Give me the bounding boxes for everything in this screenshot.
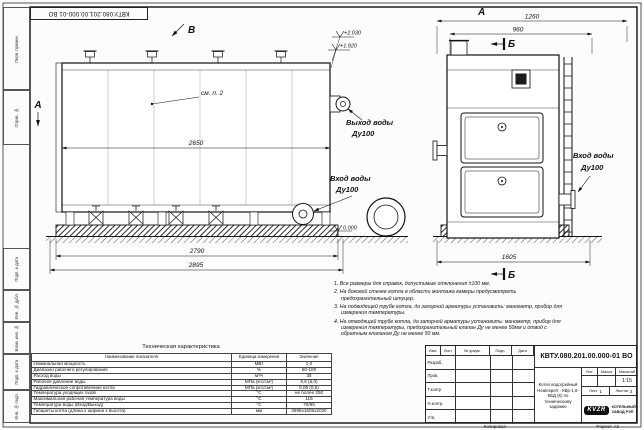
frame-stamp-label: Взам. инв. №: [14, 324, 19, 352]
param-name: Габариты котла (длина х ширина х высота): [31, 408, 232, 416]
frame-stamp-label: Подп. и дата: [14, 256, 19, 282]
tech-table-header-row: Наименование показателя Единица измерени…: [31, 353, 332, 362]
boiler-front-view: [432, 39, 602, 243]
view-a-label: А: [33, 100, 41, 111]
frame-stamp-vzam-inv: Взам. инв. №: [3, 322, 30, 354]
dim-1605: 1605: [502, 254, 517, 261]
note-3: 3. На подводящей трубе котла, до запорно…: [334, 304, 563, 317]
tb-header-data: Дата: [512, 346, 534, 356]
tech-col-unit: Единица измерения: [231, 353, 287, 362]
tb-sheets-label: Листов: [615, 389, 628, 393]
tb-doc-number: КВТУ.080.201.00.000-01 ВО: [535, 346, 638, 368]
roof-vent-valves: [83, 50, 288, 63]
tech-col-value: Значение: [286, 353, 332, 362]
frame-stamp-label: Перв. примен.: [14, 34, 19, 63]
dim-1260: 1260: [525, 14, 540, 21]
format-label: Формат А3: [596, 424, 619, 429]
tb-scale-label: Масштаб: [616, 368, 638, 376]
frame-stamp-podp-data-2: Подп. и дата: [3, 354, 30, 390]
water-inlet2-label: Вход воды: [573, 151, 614, 160]
company-name-line2: ЗАВОД РЭП: [611, 410, 634, 414]
tb-row-prov: Пров.: [426, 369, 456, 384]
elevation-top-label: +2.030: [344, 31, 362, 37]
tb-company-cell: KVZR КОТЕЛЬНЫЙ ЗАВОД РЭП: [582, 396, 638, 424]
view-b-label: В: [188, 25, 195, 36]
note-4: 4. На отводящей трубе котла, до запорной…: [334, 318, 561, 338]
title-block: Изм. Лист № докум. Подп. Дата Разраб. Пр…: [425, 345, 638, 424]
dim-2790: 2790: [189, 248, 205, 255]
frame-stamp-label: Инв. № подл.: [14, 393, 19, 420]
elevation-zero-label: 0.000: [343, 226, 358, 232]
section-b-bottom-label: Б: [508, 270, 515, 281]
frame-stamp-sprav-no: Справ. №: [3, 90, 30, 145]
elevation-mid-label: +1.920: [340, 44, 358, 50]
support-feet: [65, 211, 331, 226]
ladder: [563, 57, 573, 237]
note-1: 1. Все размеры для справок, допустимые о…: [334, 281, 491, 287]
tech-table-title: Техническая характеристика: [142, 344, 220, 350]
tb-header-izm: Изм.: [426, 346, 441, 356]
water-inlet2-dn: Ду100: [580, 163, 604, 172]
tb-row-nkontr: Н.контр.: [426, 396, 456, 411]
water-inlet-dn: Ду100: [335, 185, 359, 194]
tech-table: Наименование показателя Единица измерени…: [31, 353, 332, 416]
tech-col-name: Наименование показателя: [31, 353, 232, 362]
kopiroval-label: Копировал: [483, 424, 507, 429]
tb-lit-label: Лит.: [582, 368, 598, 376]
water-outlet-dn: Ду100: [351, 129, 375, 138]
water-outlet-label: Выход воды: [346, 118, 394, 127]
drain-valves: [88, 205, 224, 225]
frame-stamp-perv-primen: Перв. примен.: [3, 7, 30, 90]
frame-stamp-label: Инв. № дубл.: [14, 292, 19, 320]
tb-header-list: Лист: [441, 346, 456, 356]
front-view-annotations: А 1260 960 Б Б 1605 Вход воды Ду100: [436, 7, 628, 281]
frame-stamp-inv-podl: Инв. № подл.: [3, 390, 30, 423]
tb-scale-value: 1:15: [616, 376, 638, 387]
notes-block: 1. Все размеры для справок, допустимые о…: [334, 281, 564, 340]
param-value: 2895х1605х2030: [286, 408, 332, 416]
param-unit: мм: [231, 408, 287, 416]
section-b-top-label: Б: [508, 39, 515, 50]
dim-960: 960: [513, 27, 524, 34]
tb-lit-value: [582, 376, 598, 387]
view-a-right-label: А: [477, 7, 485, 18]
table-row: Габариты котла (длина х ширина х высота)…: [31, 408, 332, 416]
tb-row-razrab: Разраб.: [426, 356, 456, 370]
water-inlet-label: Вход воды: [330, 174, 371, 183]
frame-stamp-label: Справ. №: [14, 107, 19, 128]
tb-sheet-cell: Лист 1: [582, 387, 610, 396]
rotated-doc-number: КВТУ.080.201.00.000-01 ВО: [48, 10, 130, 17]
rotated-doc-number-box: КВТУ.080.201.00.000-01 ВО: [30, 7, 148, 20]
note-2: 2. На боковой стенке котла в области мон…: [334, 289, 517, 302]
dim-2895: 2895: [188, 262, 204, 269]
dim-2650: 2650: [188, 140, 204, 147]
tb-mass-label: Масса: [598, 368, 616, 376]
tb-header-podp: Подп.: [490, 346, 512, 356]
tb-sheets-value: 2: [629, 388, 633, 394]
frame-stamp-inv-dubl: Инв. № дубл.: [3, 290, 30, 322]
company-logo: KVZR: [584, 405, 609, 415]
frame-stamp-label: Подп. и дата: [14, 359, 19, 385]
side-view-annotations: А В +2.030 +1.920 0.000 см. п. 2 2650 27…: [33, 23, 394, 274]
tb-row-utv: Утв.: [426, 410, 456, 424]
tb-sheets-cell: Листов 2: [610, 387, 638, 396]
company-name-line1: КОТЕЛЬНЫЙ: [611, 405, 636, 410]
frame-stamp-podp-data-1: Подп. и дата: [3, 248, 30, 290]
tb-product-name: Котел водогрейный Heatexpert - КВр-1,0-К…: [535, 368, 582, 424]
see-note-callout: см. п. 2: [201, 90, 224, 97]
tb-sheet-label: Лист: [589, 389, 598, 393]
furnace-doors: [460, 112, 544, 218]
tb-mass-value: [598, 376, 616, 387]
tb-header-dokum: № докум.: [456, 346, 490, 356]
boiler-side-view: [46, 50, 408, 243]
tb-sheet-value: 1: [599, 388, 602, 394]
tb-row-tkontr: Т.контр.: [426, 383, 456, 397]
